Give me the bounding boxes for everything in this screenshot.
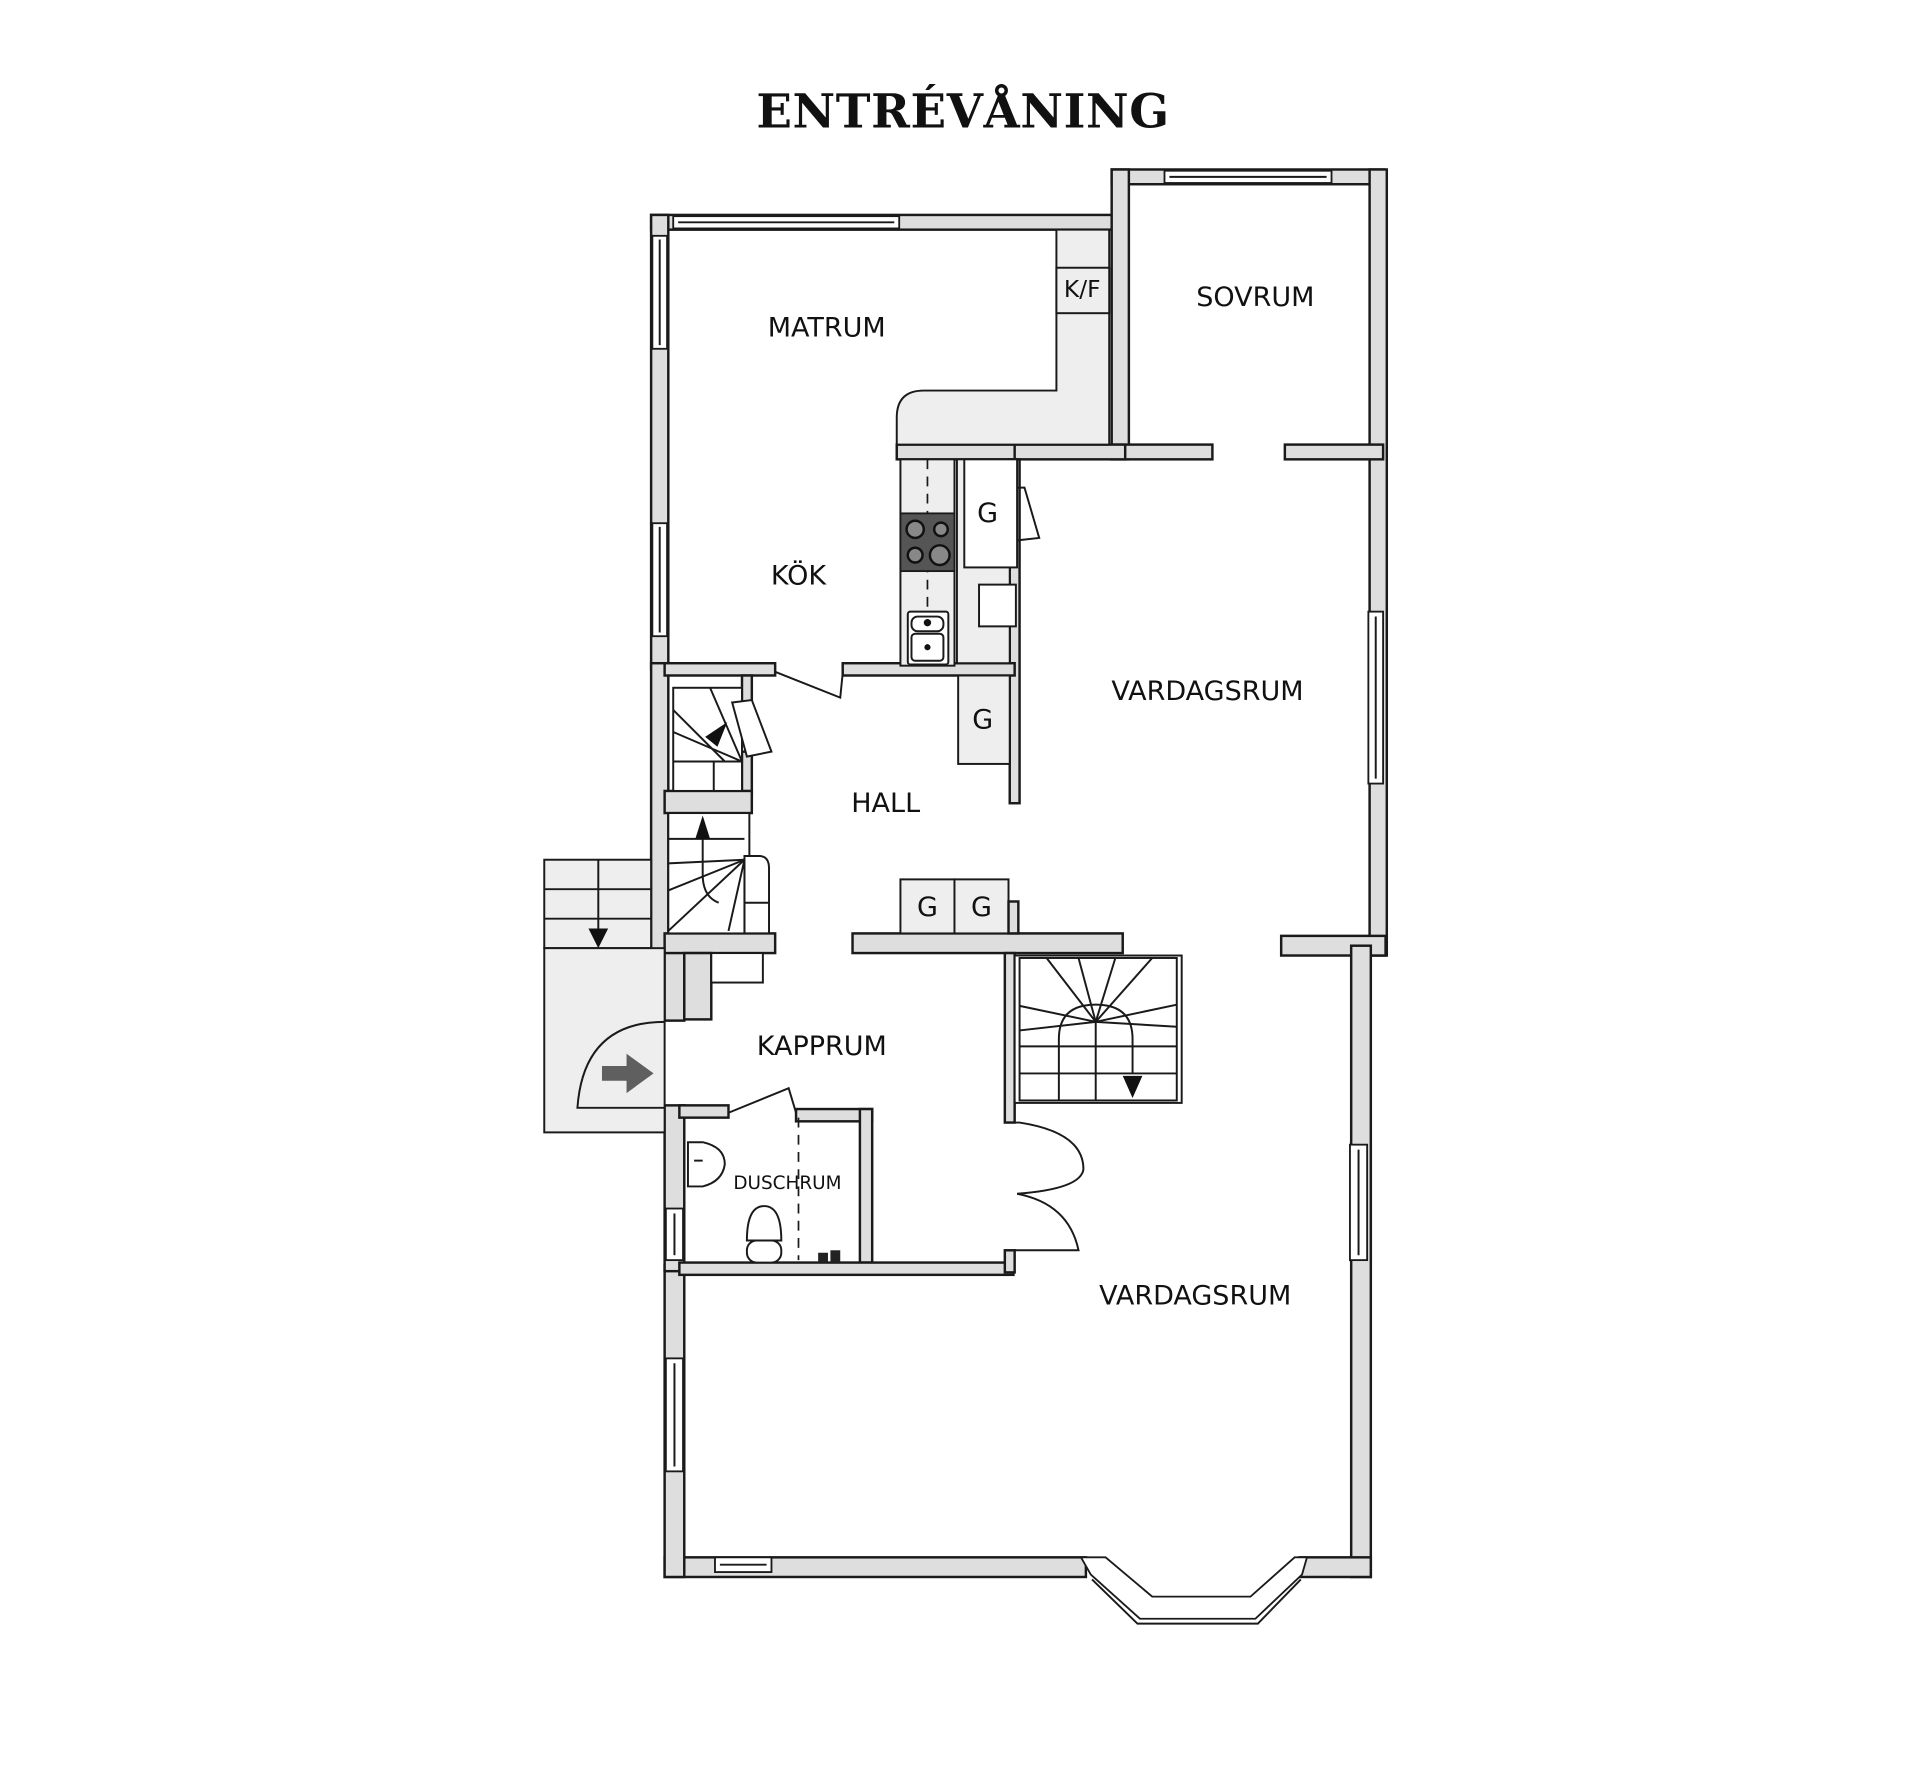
stair-main: [1013, 954, 1183, 1104]
stair-lower-arrow-icon: [695, 815, 711, 839]
wall-sovrum-bottom-right: [1283, 443, 1385, 461]
closet-kitchen: [963, 458, 1019, 569]
door-duschrum[interactable]: [728, 1086, 797, 1114]
room-label-vardagsrum-lower: VARDAGSRUM: [1099, 1280, 1291, 1311]
wall-dusch-top-left: [678, 1104, 730, 1119]
window-bay: [1079, 1556, 1309, 1620]
room-label-matrum: MATRUM: [768, 313, 886, 344]
wall-left-kapprum-upper: [663, 950, 686, 1022]
kitchen: K/F G: [895, 228, 1111, 667]
windows: [651, 169, 1385, 1625]
kitchen-counter-top: [895, 228, 1111, 446]
wall-stair-enclosure: [1003, 951, 1016, 1124]
stair-up-arrow-icon: [705, 722, 728, 747]
hall-closets: G G G: [899, 674, 1020, 935]
wall-kitchen-top-right: [1013, 443, 1127, 461]
toilet-icon: [745, 1205, 783, 1242]
closet-pair-1: [899, 878, 956, 935]
floor-title: ENTRÉVÅNING: [756, 84, 1169, 140]
closet-hall-label: G: [972, 704, 993, 735]
entrance-arrow-icon: [601, 1053, 654, 1094]
wall-kapprum-corner: [683, 951, 713, 1021]
wall-door-jamb: [1003, 1249, 1016, 1274]
stairs: [543, 686, 1183, 1134]
room-label-vardagsrum-upper: VARDAGSRUM: [1111, 676, 1303, 707]
closet-kitchen-label: G: [977, 498, 998, 529]
doors: [728, 670, 1085, 1252]
wall-bottom-right: [1298, 1556, 1373, 1579]
door-vardagsrum-lower-leaf[interactable]: [1014, 1192, 1080, 1252]
wall-hall-kapprum-left: [663, 932, 777, 955]
wall-right-lower: [1349, 944, 1373, 1579]
wall-dusch-bottom: [678, 1261, 1015, 1277]
wall-stair-divider: [663, 789, 754, 815]
wall-stair-mid: [740, 750, 754, 798]
closet-pair-1-label: G: [917, 892, 938, 923]
wall-kok-bottom-left: [663, 661, 777, 677]
wall-closet-end: [1007, 900, 1020, 935]
closet-pair-2-label: G: [971, 892, 992, 923]
kitchen-niche: [978, 583, 1017, 628]
shower-fixture-icon: [818, 1250, 841, 1263]
room-labels: MATRUM KÖK SOVRUM VARDAGSRUM HALL KAPPRU…: [733, 282, 1314, 1312]
wall-sovrum-left: [1110, 168, 1131, 461]
room-label-kok: KÖK: [771, 560, 827, 592]
room-label-kapprum: KAPPRUM: [757, 1031, 887, 1062]
closet-pair-2: [953, 878, 1010, 935]
room-label-hall: HALL: [851, 788, 920, 819]
wall-hall-kapprum-right: [851, 932, 1124, 955]
stair-upper: [672, 686, 743, 792]
door-vardagsrum-upper-leaf[interactable]: [1014, 1121, 1085, 1195]
entry-steps-arrow-icon: [588, 928, 609, 949]
stair-door: [730, 698, 773, 758]
closet-hall: [957, 674, 1011, 765]
room-label-sovrum: SOVRUM: [1196, 282, 1314, 313]
kapprum-shelf: [710, 952, 764, 984]
wall-sovrum-bottom-left: [1110, 443, 1214, 461]
washbasin-icon: [686, 1141, 726, 1188]
wall-dusch-right: [858, 1107, 874, 1264]
wall-kitchen-top: [895, 443, 1021, 461]
interior-walls: [663, 443, 1127, 1277]
fridge-freezer-label: K/F: [1064, 275, 1101, 303]
room-label-duschrum: DUSCHRUM: [733, 1173, 841, 1194]
fridge-freezer: [1055, 266, 1111, 315]
stair-main-arrow-icon: [1122, 1075, 1143, 1098]
wall-right-upper: [1368, 168, 1389, 957]
door-kok[interactable]: [774, 670, 844, 699]
duschrum-fixtures: [686, 1117, 841, 1264]
